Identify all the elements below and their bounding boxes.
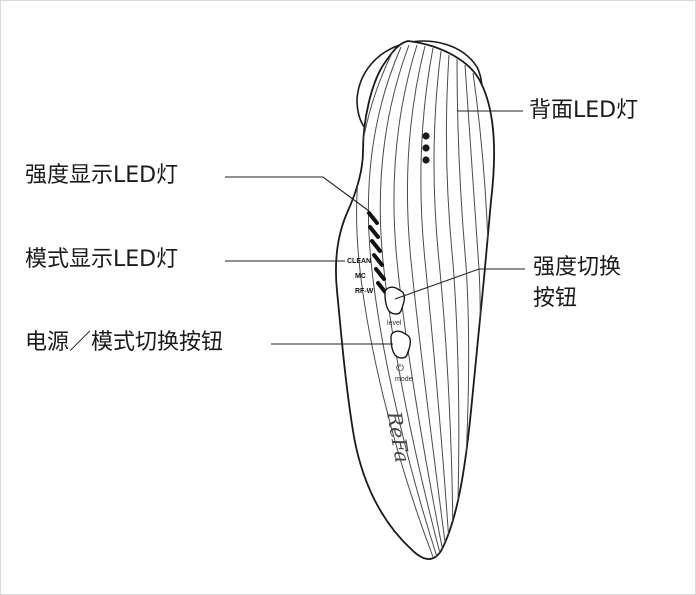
power-icon: ⏻: [396, 363, 404, 374]
label-back-led: 背面LED灯: [529, 98, 639, 123]
mode-button[interactable]: [390, 330, 412, 359]
back-led-dot: [422, 132, 430, 140]
intensity-led-bar: [374, 267, 386, 281]
back-led-dots: [422, 132, 430, 164]
leader-intensity-led: [225, 176, 370, 212]
back-led-dot: [422, 156, 430, 164]
body-stripes: [356, 44, 490, 558]
mode-label-rfw: RF-W: [355, 288, 374, 295]
intensity-led-bar: [370, 239, 382, 253]
level-button-label: level: [387, 320, 402, 327]
intensity-led-bar: [367, 211, 379, 225]
label-intensity-switch-line2: 按钮: [533, 286, 578, 311]
mode-button-label: mode: [395, 376, 413, 383]
intensity-led-bars: [367, 211, 388, 295]
level-button[interactable]: [384, 286, 406, 315]
label-intensity-led: 强度显示LED灯: [25, 163, 179, 188]
back-led-dot: [422, 144, 430, 152]
intensity-led-bar: [368, 225, 380, 239]
label-mode-led: 模式显示LED灯: [25, 247, 179, 272]
leader-lines: [225, 110, 525, 345]
leader-intensity-switch: [394, 268, 525, 300]
label-intensity-switch-line1: 强度切换: [533, 255, 622, 280]
mode-label-clean: CLEAN: [347, 258, 371, 265]
intensity-led-bar: [372, 253, 384, 267]
label-power-mode-button: 电源／模式切换按钮: [25, 330, 224, 355]
mode-label-mc: MC: [355, 273, 366, 280]
